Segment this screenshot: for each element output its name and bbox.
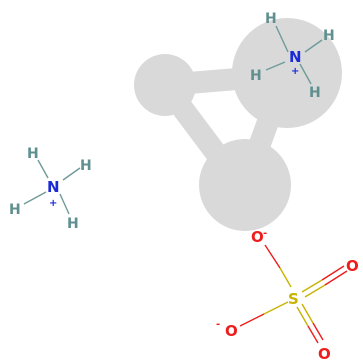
- nitrogen-atom: N: [47, 178, 60, 196]
- bond-s-o-right: [301, 279, 323, 293]
- bond-s-o-right: [304, 284, 326, 298]
- ammonium-right: N + H H H H: [250, 11, 335, 101]
- bond-n-h-top: [275, 25, 289, 53]
- bond-n-h-left: [23, 191, 47, 205]
- ammonium-left: N + H H H H: [9, 146, 92, 232]
- bond-s-o-right: [324, 270, 348, 286]
- shadow-sphere-bottom: [199, 139, 291, 231]
- bond-s-o-left: [239, 313, 265, 327]
- bond-n-h-left: [265, 61, 286, 71]
- bond-n-h-right: [62, 167, 81, 181]
- hydrogen-atom: H: [250, 68, 262, 84]
- hydrogen-atom: H: [80, 158, 92, 174]
- hydrogen-atom: H: [67, 216, 79, 232]
- negative-charge: -: [216, 319, 220, 330]
- bond-s-o-bottom: [296, 306, 309, 327]
- bond-s-o-left: [263, 301, 289, 315]
- hydrogen-atom: H: [27, 146, 39, 162]
- bond-n-h-bottom: [299, 63, 312, 85]
- nitrogen-atom: N: [289, 48, 302, 66]
- hydrogen-atom: H: [265, 11, 277, 27]
- positive-charge: +: [49, 198, 57, 209]
- bond-s-o-right: [321, 265, 345, 281]
- negative-charge: -: [263, 228, 267, 239]
- bond-s-o-top: [279, 267, 292, 288]
- bond-n-h-top: [37, 159, 49, 179]
- sulfur-oxyanion: S O - O O - O: [216, 228, 359, 362]
- bond-n-h-bottom: [59, 193, 70, 215]
- structure-shadow: [134, 18, 342, 231]
- hydrogen-atom: H: [309, 85, 321, 101]
- oxygen-atom: O: [346, 257, 359, 275]
- shadow-sphere-left: [134, 54, 196, 116]
- bond-s-o-top: [264, 244, 281, 269]
- oxygen-atom: O: [251, 228, 264, 246]
- sulfur-atom: S: [288, 290, 299, 308]
- oxygen-atom: O: [225, 322, 238, 340]
- oxygen-atom: O: [318, 345, 331, 362]
- hydrogen-atom: H: [9, 202, 21, 218]
- bond-n-h-right: [304, 39, 323, 53]
- positive-charge: +: [291, 66, 299, 77]
- bond-s-o-bottom: [312, 322, 324, 341]
- bond-s-o-bottom: [307, 325, 319, 344]
- hydrogen-atom: H: [323, 28, 335, 44]
- bond-s-o-bottom: [301, 303, 314, 324]
